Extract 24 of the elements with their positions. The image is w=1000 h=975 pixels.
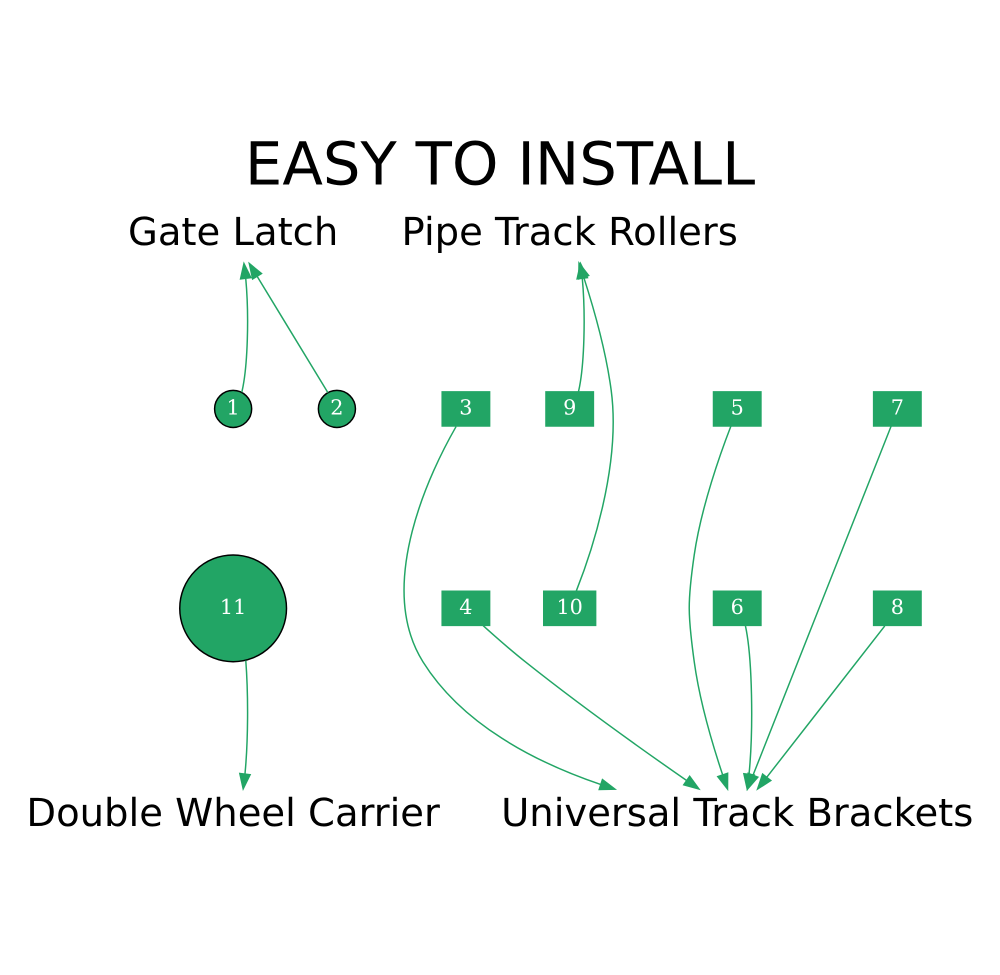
- node-box: 3: [441, 391, 490, 427]
- arrow: [482, 625, 701, 790]
- node-text: Universal Track Brackets: [501, 790, 974, 836]
- node-box: 10: [543, 590, 596, 626]
- diagram-title: EASY TO INSTALL: [244, 129, 756, 198]
- node-text: Pipe Track Rollers: [402, 210, 738, 255]
- node-box: 6: [712, 590, 762, 626]
- node-box: 7: [872, 391, 922, 427]
- arrow: [238, 660, 252, 792]
- node-box: 8: [872, 590, 922, 626]
- node-box: 5: [712, 391, 762, 427]
- arrow: [240, 261, 252, 392]
- node-text: Gate Latch: [128, 210, 338, 255]
- node-circle: 2: [318, 390, 356, 428]
- node-box: 9: [545, 391, 594, 427]
- arrow: [404, 426, 618, 790]
- node-box: 4: [441, 590, 490, 626]
- arrow: [688, 426, 732, 792]
- arrow: [248, 262, 329, 393]
- node-text: Double Wheel Carrier: [26, 790, 440, 836]
- node-circle: 1: [214, 390, 252, 428]
- arrow: [756, 625, 886, 791]
- node-circle: 11: [179, 554, 288, 662]
- arrow: [746, 426, 892, 792]
